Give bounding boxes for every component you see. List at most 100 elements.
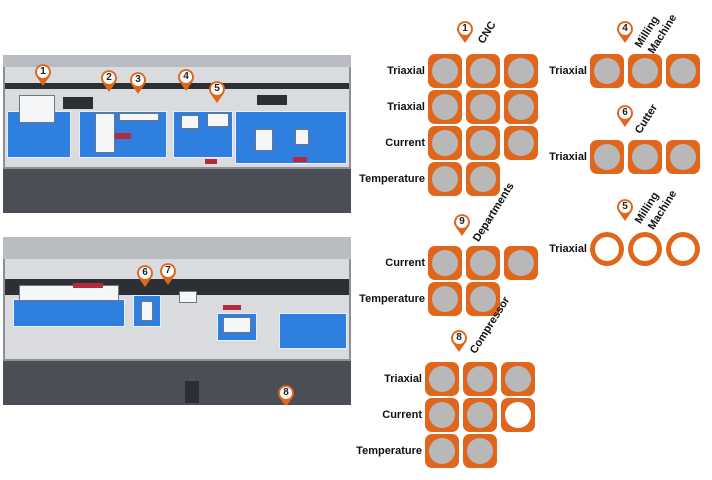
machine-cutter	[141, 301, 153, 321]
panel-pin: 1	[456, 20, 474, 44]
machine-mill-b	[207, 113, 229, 127]
zone-storage	[13, 299, 125, 327]
sensor-inactive[interactable]	[590, 232, 624, 266]
sensor-active[interactable]	[590, 54, 624, 88]
red-mat-e	[73, 283, 103, 288]
machine-lathe	[95, 113, 115, 153]
map-pin[interactable]: 6	[136, 264, 154, 288]
screen-panel	[257, 95, 287, 105]
zone-assembly	[235, 111, 347, 164]
sensor-row-label: Triaxial	[384, 373, 422, 385]
screen-panel	[249, 285, 271, 295]
red-mat-c	[293, 157, 307, 162]
sensor-indicator	[467, 438, 493, 464]
sensor-active[interactable]	[666, 140, 700, 174]
map-pin[interactable]: 2	[100, 69, 118, 93]
storage-rack	[19, 285, 119, 301]
sensor-active[interactable]	[590, 140, 624, 174]
sensor-row-label: Triaxial	[549, 151, 587, 163]
sensor-active[interactable]	[466, 126, 500, 160]
sensor-indicator	[429, 438, 455, 464]
map-pin[interactable]: 8	[277, 384, 295, 405]
sensor-active[interactable]	[428, 54, 462, 88]
sensor-active[interactable]	[463, 398, 497, 432]
sensor-active[interactable]	[504, 90, 538, 124]
panel-pin-number: 5	[622, 201, 628, 212]
sensor-indicator	[670, 144, 696, 170]
sensor-indicator	[632, 58, 658, 84]
sensor-indicator	[508, 94, 534, 120]
road-top	[3, 169, 351, 213]
sensor-active[interactable]	[666, 54, 700, 88]
sensor-active[interactable]	[466, 282, 500, 316]
machine-press	[179, 291, 197, 303]
sensor-active[interactable]	[425, 362, 459, 396]
sensor-active[interactable]	[501, 362, 535, 396]
sensor-active[interactable]	[466, 246, 500, 280]
sensor-active[interactable]	[425, 398, 459, 432]
sensor-indicator	[429, 402, 455, 428]
sensor-indicator	[505, 366, 531, 392]
sensor-indicator	[470, 166, 496, 192]
sensor-inactive[interactable]	[628, 232, 662, 266]
sensor-active[interactable]	[628, 54, 662, 88]
panel-pin: 5	[616, 198, 634, 222]
panel-pin-number: 1	[462, 23, 468, 34]
sensor-active[interactable]	[466, 54, 500, 88]
panel-pin-number: 9	[459, 216, 465, 227]
sensor-row-label: Triaxial	[387, 65, 425, 77]
sensor-active[interactable]	[504, 54, 538, 88]
sensor-active[interactable]	[428, 246, 462, 280]
machine-conveyor	[119, 113, 159, 121]
sensor-indicator	[432, 58, 458, 84]
zone-robot	[279, 313, 347, 349]
sensor-indicator	[595, 237, 619, 261]
sensor-indicator	[508, 58, 534, 84]
workbench-b	[295, 129, 309, 145]
floor-plan-top: 1 2 3 4 5	[3, 55, 351, 213]
sensor-active[interactable]	[504, 126, 538, 160]
map-pin[interactable]: 7	[159, 262, 177, 286]
sensor-inactive[interactable]	[501, 398, 535, 432]
road-bottom	[3, 361, 351, 405]
sensor-row-label: Current	[385, 257, 425, 269]
sensor-active[interactable]	[628, 140, 662, 174]
red-mat-a	[115, 133, 131, 139]
sensor-inactive[interactable]	[666, 232, 700, 266]
sensor-row-label: Temperature	[359, 173, 425, 185]
sensor-indicator	[633, 237, 657, 261]
control-cabinet	[63, 97, 93, 109]
sensor-active[interactable]	[463, 434, 497, 468]
sensor-indicator	[670, 58, 696, 84]
machine-cnc	[19, 95, 55, 123]
sensor-indicator	[594, 144, 620, 170]
map-pin[interactable]: 4	[177, 68, 195, 92]
sensor-active[interactable]	[428, 90, 462, 124]
panel-title: Cutter	[632, 102, 661, 136]
panel-pin: 9	[453, 213, 471, 237]
sensor-active[interactable]	[428, 162, 462, 196]
sensor-row-label: Triaxial	[549, 65, 587, 77]
sensor-active[interactable]	[466, 162, 500, 196]
panel-pin: 4	[616, 20, 634, 44]
sensor-indicator	[470, 286, 496, 312]
floor-plan-bottom: 6 7 8	[3, 237, 351, 405]
sensor-row-label: Triaxial	[387, 101, 425, 113]
sensor-indicator	[429, 366, 455, 392]
workbench-a	[255, 129, 273, 151]
sensor-indicator	[470, 250, 496, 276]
map-pin[interactable]: 5	[208, 80, 226, 104]
panel-pin-number: 8	[456, 332, 462, 343]
sensor-indicator	[505, 402, 531, 428]
sensor-indicator	[432, 130, 458, 156]
map-pin[interactable]: 1	[34, 63, 52, 87]
sensor-active[interactable]	[504, 246, 538, 280]
sensor-active[interactable]	[428, 282, 462, 316]
sensor-active[interactable]	[463, 362, 497, 396]
sensor-active[interactable]	[466, 90, 500, 124]
panel-pin: 8	[450, 329, 468, 353]
map-pin[interactable]: 3	[129, 71, 147, 95]
machine-mill-a	[181, 115, 199, 129]
sensor-active[interactable]	[428, 126, 462, 160]
sensor-active[interactable]	[425, 434, 459, 468]
